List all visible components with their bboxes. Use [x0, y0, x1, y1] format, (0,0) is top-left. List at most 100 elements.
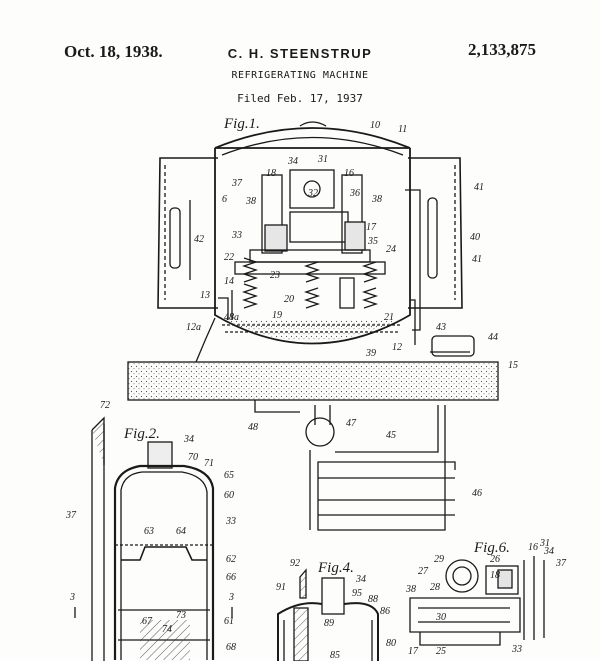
ref-label: 27 [418, 566, 429, 577]
ref-label: 91 [276, 582, 286, 593]
float-box [431, 335, 475, 357]
ref-label: 26 [490, 554, 500, 565]
ref-label: 47 [346, 418, 357, 429]
ref-label: 72 [100, 400, 110, 411]
ref-label: 89 [324, 618, 334, 629]
ref-label: 37 [65, 510, 77, 521]
ref-label: 12 [392, 342, 402, 353]
ref-label: 36 [349, 188, 360, 199]
ref-label: 42 [194, 234, 204, 245]
ref-label: 64 [176, 526, 186, 537]
ref-label: 62 [226, 554, 236, 565]
ref-label: 3 [69, 592, 75, 603]
ref-label: 39 [365, 348, 376, 359]
ref-label: 12a [186, 322, 201, 333]
inventor-name: C. H. STEENSTRUP [227, 46, 373, 61]
ref-label: 70 [188, 452, 198, 463]
ref-label: 37 [231, 178, 243, 189]
ref-label: 41 [472, 254, 482, 265]
ref-label: 43 [436, 322, 446, 333]
ref-label: 73 [176, 610, 186, 621]
main-casing [214, 148, 411, 345]
ref-label: 6 [222, 194, 227, 205]
ref-label: 34 [543, 546, 554, 557]
ref-label: 74 [162, 624, 172, 635]
casing-lid [214, 127, 411, 149]
patent-number: 2,133,875 [468, 40, 536, 59]
ref-label: 16 [344, 168, 354, 179]
base-slab [127, 361, 499, 401]
ref-label: 46 [472, 488, 482, 499]
ref-label: 38 [245, 196, 256, 207]
fig2-title: Fig.2. [123, 426, 160, 442]
ref-label: 30 [435, 612, 446, 623]
ref-label: 10 [370, 120, 380, 131]
ref-label: 16 [528, 542, 538, 553]
ref-label: 23 [270, 270, 280, 281]
ref-label: 95 [352, 588, 362, 599]
ref-label: 86 [380, 606, 390, 617]
ref-label: 65 [224, 470, 234, 481]
ref-label: 66 [226, 572, 236, 583]
ref-label: 38 [371, 194, 382, 205]
ref-label: 17 [408, 646, 419, 657]
evaporator-coil [309, 405, 456, 531]
ref-label: 34 [355, 574, 366, 585]
bulb [305, 417, 335, 447]
ref-label: 3 [228, 592, 234, 603]
figure-2-compressor-section [74, 416, 233, 661]
ref-label: 21 [384, 312, 394, 323]
figure-4-section [277, 568, 379, 661]
ref-label: 31 [539, 538, 550, 549]
ref-label: 45 [386, 430, 396, 441]
ref-label: 20 [284, 294, 294, 305]
ref-label: 15 [508, 360, 518, 371]
ref-label: 85 [330, 650, 340, 661]
ref-label: 38 [405, 584, 416, 595]
ref-label: 17 [366, 222, 377, 233]
ref-label: 34 [183, 434, 194, 445]
ref-label: 80 [386, 638, 396, 649]
ref-label: 34 [287, 156, 298, 167]
ref-label: 29 [434, 554, 444, 565]
ref-label: 31 [317, 154, 328, 165]
ref-label: 35 [367, 236, 378, 247]
ref-label: 18 [266, 168, 276, 179]
ref-label: 92 [290, 558, 300, 569]
ref-label: 13 [200, 290, 210, 301]
ref-label: 48a [224, 312, 239, 323]
fig1-title: Fig.1. [223, 116, 260, 132]
ref-label: 33 [225, 516, 236, 527]
ref-label: 40 [470, 232, 480, 243]
ref-label: 63 [144, 526, 154, 537]
ref-label: 14 [224, 276, 234, 287]
ref-label: 67 [142, 616, 153, 627]
ref-label: 33 [511, 644, 522, 655]
ref-label: 37 [555, 558, 567, 569]
figure-1-refrigerating-unit [127, 121, 499, 531]
ref-label: 28 [430, 582, 440, 593]
ref-label: 19 [272, 310, 282, 321]
ref-label: 88 [368, 594, 378, 605]
ref-label: 41 [474, 182, 484, 193]
fig6-title: Fig.6. [473, 540, 510, 556]
ref-label: 25 [436, 646, 446, 657]
filing-date: Filed Feb. 17, 1937 [237, 92, 363, 105]
ref-label: 32 [307, 188, 318, 199]
ref-label: 48 [248, 422, 258, 433]
ref-label: 60 [224, 490, 234, 501]
ref-label: 24 [386, 244, 396, 255]
fig4-title: Fig.4. [317, 560, 354, 576]
ref-label: 33 [231, 230, 242, 241]
ref-label: 71 [204, 458, 214, 469]
ref-label: 18 [490, 570, 500, 581]
ref-label: 44 [488, 332, 498, 343]
ref-label: 61 [224, 616, 234, 627]
ref-label: 22 [224, 252, 234, 263]
figure-6-detail [409, 556, 545, 646]
patent-date: Oct. 18, 1938. [64, 42, 163, 61]
ref-label: 11 [398, 124, 407, 135]
ref-label: 68 [226, 642, 236, 653]
patent-title: REFRIGERATING MACHINE [231, 70, 369, 81]
